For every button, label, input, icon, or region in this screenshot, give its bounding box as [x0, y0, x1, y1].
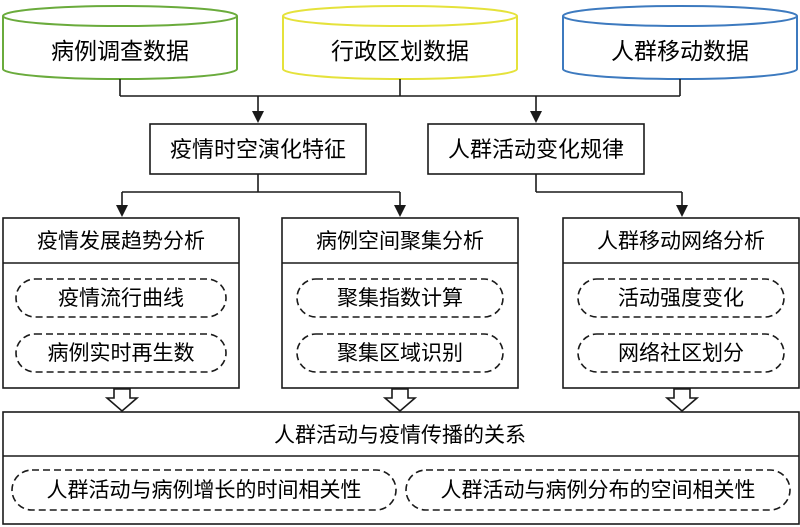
epidemic-features-box: 疫情时空演化特征	[149, 123, 367, 175]
pill-temporal-correlation	[11, 469, 397, 511]
connector-middle-to-sections	[116, 174, 688, 217]
data-source-mobility-cylinder: 人群移动数据	[562, 5, 798, 80]
pill-cluster-index	[296, 278, 504, 318]
cylinder-body-admin	[282, 16, 518, 80]
hollow-arrow-right-icon	[664, 388, 700, 413]
arrow-to-epidemic	[252, 111, 264, 123]
cylinder-top-case	[2, 5, 238, 27]
section-network-title: 人群移动网络分析	[597, 229, 765, 253]
pill-epidemic-curve-label: 疫情流行曲线	[58, 286, 184, 310]
pill-reproduction-number-label: 病例实时再生数	[48, 341, 195, 365]
cylinder-body-mobility	[562, 16, 798, 80]
pill-cluster-index-label: 聚集指数计算	[337, 286, 463, 310]
cylinder-top-admin	[282, 5, 518, 27]
pill-spatial-correlation-label: 人群活动与病例分布的空间相关性	[441, 478, 756, 502]
data-source-mobility-label: 人群移动数据	[611, 39, 749, 65]
arrow-to-trend	[116, 205, 128, 217]
pill-community-partition-label: 网络社区划分	[618, 341, 744, 365]
epidemic-features-label: 疫情时空演化特征	[170, 138, 346, 163]
hollow-arrow-center-icon	[382, 388, 418, 413]
pill-spatial-correlation	[405, 469, 791, 511]
pill-community-partition	[577, 333, 785, 373]
section-cluster-analysis: 病例空间聚集分析 聚集指数计算 聚集区域识别	[281, 217, 519, 389]
relation-section: 人群活动与疫情传播的关系 人群活动与病例增长的时间相关性 人群活动与病例分布的空…	[2, 411, 800, 525]
arrow-to-activity	[530, 111, 542, 123]
data-source-case-label: 病例调查数据	[51, 39, 189, 65]
data-source-case-cylinder: 病例调查数据	[2, 5, 238, 80]
pill-activity-intensity	[577, 278, 785, 318]
connector-sources-to-middle	[119, 79, 681, 123]
data-source-admin-cylinder: 行政区划数据	[282, 5, 518, 80]
activity-pattern-label: 人群活动变化规律	[448, 138, 624, 163]
section-trend-analysis: 疫情发展趋势分析 疫情流行曲线 病例实时再生数	[2, 217, 240, 389]
pill-cluster-region-label: 聚集区域识别	[337, 341, 463, 365]
hollow-arrow-left-icon	[104, 388, 140, 413]
pill-temporal-correlation-label: 人群活动与病例增长的时间相关性	[47, 478, 362, 502]
arrow-to-cluster	[394, 205, 406, 217]
cylinder-top-mobility	[562, 5, 798, 27]
section-network-analysis: 人群移动网络分析 活动强度变化 网络社区划分	[562, 217, 800, 389]
activity-pattern-box: 人群活动变化规律	[427, 123, 645, 175]
section-trend-title: 疫情发展趋势分析	[37, 229, 205, 253]
relation-title: 人群活动与疫情传播的关系	[274, 423, 526, 447]
pill-activity-intensity-label: 活动强度变化	[618, 286, 744, 310]
hollow-arrows	[104, 388, 700, 413]
pill-epidemic-curve	[15, 278, 227, 318]
pill-cluster-region	[296, 333, 504, 373]
cylinder-body-case	[2, 16, 238, 80]
section-cluster-title: 病例空间聚集分析	[316, 229, 484, 253]
arrow-to-network	[676, 205, 688, 217]
data-source-admin-label: 行政区划数据	[331, 39, 469, 65]
pill-reproduction-number	[15, 333, 227, 373]
